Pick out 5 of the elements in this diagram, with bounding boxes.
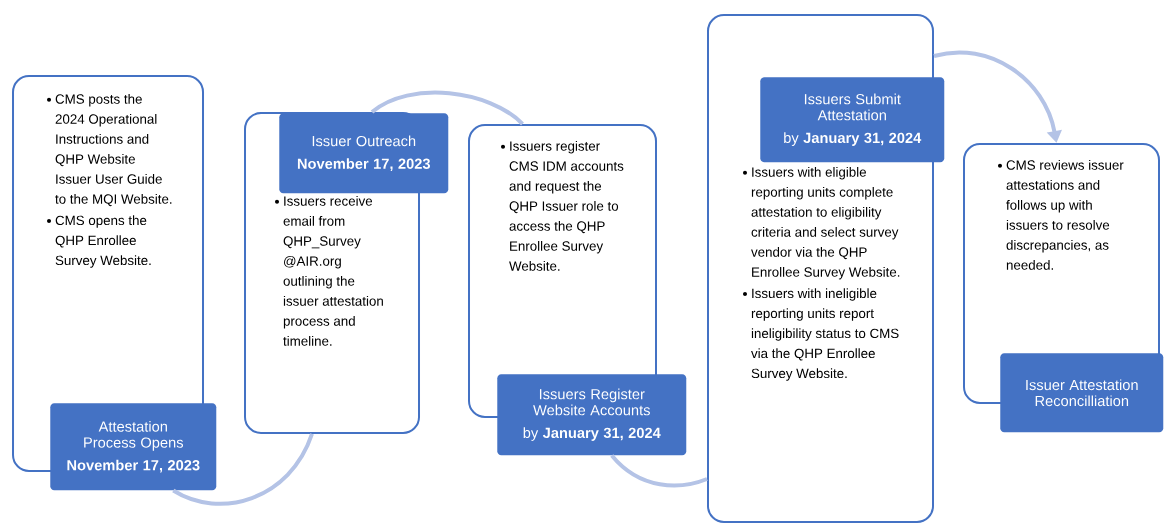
title-box: Issuer Attestation Reconcilliation [1000, 353, 1164, 433]
title-box: Attestation Process Opens November 17, 2023 [50, 403, 217, 491]
title-box: Issuers Register Website Accounts by January 31, 2024 [497, 374, 687, 456]
title-box: Issuer Outreach November 17, 2023 [279, 113, 449, 194]
title-box: Issuers Submit Attestation by January 31, 2024 [760, 77, 945, 163]
